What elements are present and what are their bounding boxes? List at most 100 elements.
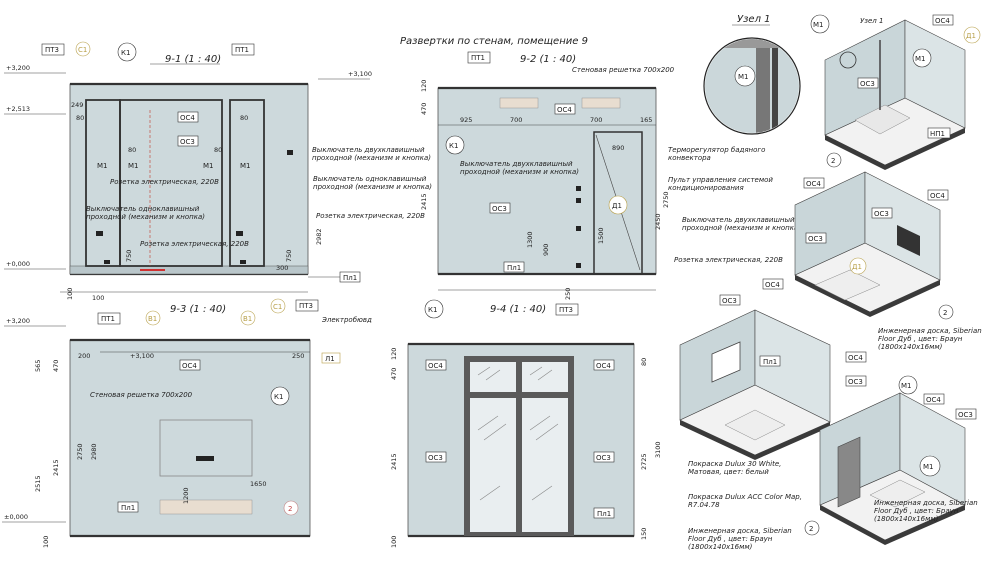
tag-d1-iso1: Д1 [966,32,976,40]
svg-text:100: 100 [390,536,398,548]
tag-os4-iso1: ОС4 [935,17,950,25]
svg-text:200: 200 [78,352,90,360]
tag-os4-iso4: ОС4 [926,396,941,404]
svg-text:700: 700 [590,116,602,124]
note-socket-b: Розетка электрическая, 220В [674,256,783,264]
note-socket-left: Розетка электрическая, 220В [110,178,219,186]
svg-text:3100: 3100 [654,441,662,458]
tag-os4-b: ОС4 [557,106,572,114]
note-grille-b: Стеновая решетка 700х200 [90,391,193,399]
svg-text:2750: 2750 [662,191,670,208]
svg-text:100: 100 [92,294,104,302]
svg-text:750: 750 [125,250,133,262]
tag-pl1-iso3: Пл1 [763,358,777,366]
tag-os4-c: ОС4 [182,362,197,370]
iso-view-4: М1 ОС4 ОС3 М1 2 [804,375,977,545]
tag-os3-iso3b: ОС3 [848,378,863,386]
tag-os3-iso2b: ОС3 [808,235,823,243]
svg-text:470: 470 [420,103,428,115]
note-socket: Розетка электрическая, 220В [316,212,425,220]
tag-v1-a: В1 [148,315,157,323]
note-socket-mid: Розетка электрическая, 220В [140,240,249,248]
tag-d1: Д1 [612,202,622,210]
tag-pt1-c: ПТ1 [101,315,115,323]
tag-k1-d: К1 [428,306,437,314]
node-ref: Узел 1 [860,17,883,25]
note-grille: Стеновая решетка 700х200 [572,66,675,74]
svg-text:2980: 2980 [90,443,98,460]
svg-text:249: 249 [71,101,83,109]
svg-text:300: 300 [276,264,288,272]
tag-l1: Л1 [325,355,335,363]
tag-v1-b: В1 [243,315,252,323]
tag-os3-iso3: ОС3 [722,297,737,305]
tag-k1 [117,42,137,62]
tag-os3-c: ОС3 [428,454,443,462]
tag-os3-iso4: ОС3 [958,411,973,419]
elevation-9-4: К1 9-4 (1 : 40) ПТ3 ОС4 ОС4 ОС3 ОС3 Пл1 … [390,299,662,548]
svg-text:2725: 2725 [640,453,648,470]
svg-text:2515: 2515 [34,475,42,492]
svg-text:1650: 1650 [250,480,267,488]
tag-os3-iso1: ОС3 [860,80,875,88]
level-0: +0,000 [6,260,30,268]
svg-text:900: 900 [542,244,550,256]
tag-pt1 [231,43,255,56]
tag-m1-iso1: М1 [813,21,824,29]
tag-s1 [75,41,91,57]
tag-os4-e: ОС4 [596,362,611,370]
svg-text:2415: 2415 [390,453,398,470]
tag-2-iso1: 2 [831,157,835,165]
tag-os3-iso2: ОС3 [874,210,889,218]
tag-pl1-b: Пл1 [507,264,521,272]
elevation-9-2: Развертки по стенам, помещение 9 ПТ1 9-2… [400,36,801,300]
level-2513: +2,513 [6,105,30,113]
elevation-title: 9-4 (1 : 40) [490,304,546,315]
svg-text:470: 470 [52,360,60,372]
svg-text:2450: 2450 [654,213,662,230]
tag-pl1-c: Пл1 [121,504,135,512]
tag-k1-c: К1 [274,393,283,401]
svg-text:150: 150 [640,528,648,540]
tag-pt3-c: ПТ3 [559,306,573,314]
svg-text:2750: 2750 [76,443,84,460]
svg-text:250: 250 [292,352,304,360]
elevation-9-3: 9-3 (1 : 40) +3,200 ±0,000 ПТ1 В1 В1 С1 … [2,298,372,548]
tag-d1-iso2: Д1 [852,263,862,271]
tag-os4-iso2b: ОС4 [930,192,945,200]
tag-np1: НП1 [930,130,945,138]
tag-2-iso4: 2 [809,525,813,533]
tag-m1-d: М1 [240,162,251,170]
level-3100: +3,100 [348,70,372,78]
tag-m1-c: М1 [203,162,214,170]
note-paint2: Покраска Dulux ACC Color Map,R7.04.78 [688,493,802,509]
svg-text:120: 120 [390,348,398,360]
tag-m1-node: М1 [738,73,749,81]
tag-pt3 [41,43,65,56]
svg-text:750: 750 [285,250,293,262]
svg-text:80: 80 [76,114,84,122]
svg-text:80: 80 [214,146,222,154]
tag-os3: ОС3 [180,138,195,146]
svg-text:80: 80 [128,146,136,154]
svg-text:2415: 2415 [420,193,428,210]
tag-s1-label: С1 [78,46,87,54]
iso-view-2: ОС4 ОС4 ОС3 ОС3 Д1 2 [794,171,954,320]
svg-text:470: 470 [390,368,398,380]
tag-os4-iso3b: ОС4 [848,354,863,362]
svg-text:2982: 2982 [315,228,323,245]
tag-2-iso2: 2 [943,309,947,317]
tag-os4: ОС4 [180,114,195,122]
tag-m1-b: М1 [128,162,139,170]
iso-view-1: М1 Узел 1 ОС4 М1 Д1 ОС3 НП1 2 [810,14,981,170]
